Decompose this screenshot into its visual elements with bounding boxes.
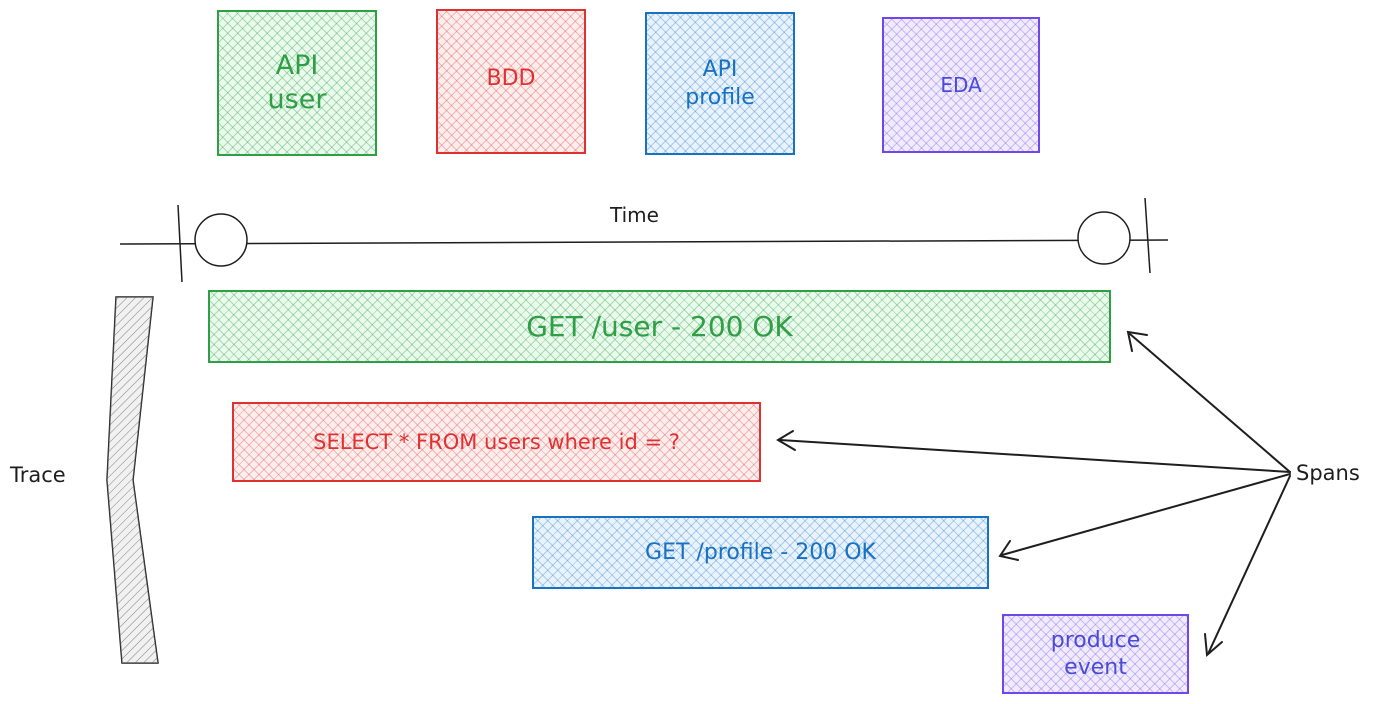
spans-label: Spans (1296, 461, 1360, 485)
arrow-head-get-profile (998, 540, 1019, 561)
legend-api-profile: API profile (645, 12, 795, 155)
arrow-to-get-profile (1001, 473, 1291, 556)
trace-label: Trace (10, 463, 66, 487)
legend-api-profile-line1: API (702, 57, 738, 82)
span-produce-event: produce event (1002, 614, 1189, 694)
span-get-user: GET /user - 200 OK (208, 290, 1111, 363)
legend-api-profile-line2: profile (685, 84, 755, 110)
span-get-profile: GET /profile - 200 OK (532, 516, 989, 589)
timeline-start-node (194, 213, 248, 267)
legend-bdd-label: BDD (486, 66, 536, 91)
span-get-profile-label: GET /profile - 200 OK (645, 539, 876, 565)
span-select-label: SELECT * FROM users where id = ? (313, 429, 680, 454)
span-produce-event-line1: produce (1050, 627, 1141, 653)
legend-api-user-line1: API (275, 50, 319, 82)
span-produce-event-line2: event (1064, 655, 1127, 680)
arrow-to-select (779, 439, 1291, 473)
span-arrows (776, 330, 1291, 658)
timeline-end-tick (1144, 197, 1151, 274)
timeline-start-tick (177, 204, 183, 283)
arrow-head-produce-event (1204, 633, 1223, 658)
timeline-label: Time (610, 203, 659, 227)
trace-bar (106, 296, 159, 664)
arrow-head-get-user (1126, 330, 1148, 352)
arrow-to-get-user (1129, 333, 1291, 473)
legend-api-user: API user (217, 10, 377, 156)
span-select: SELECT * FROM users where id = ? (232, 402, 761, 482)
arrow-head-select (776, 430, 796, 451)
legend-eda-label: EDA (940, 72, 982, 97)
legend-eda: EDA (882, 17, 1040, 153)
span-get-user-label: GET /user - 200 OK (526, 310, 793, 343)
timeline (119, 197, 1169, 283)
legend-api-user-line2: user (267, 84, 327, 115)
timeline-axis (119, 239, 1169, 245)
timeline-end-node (1077, 211, 1131, 265)
arrow-to-produce-event (1207, 475, 1291, 655)
legend-bdd: BDD (436, 9, 586, 154)
